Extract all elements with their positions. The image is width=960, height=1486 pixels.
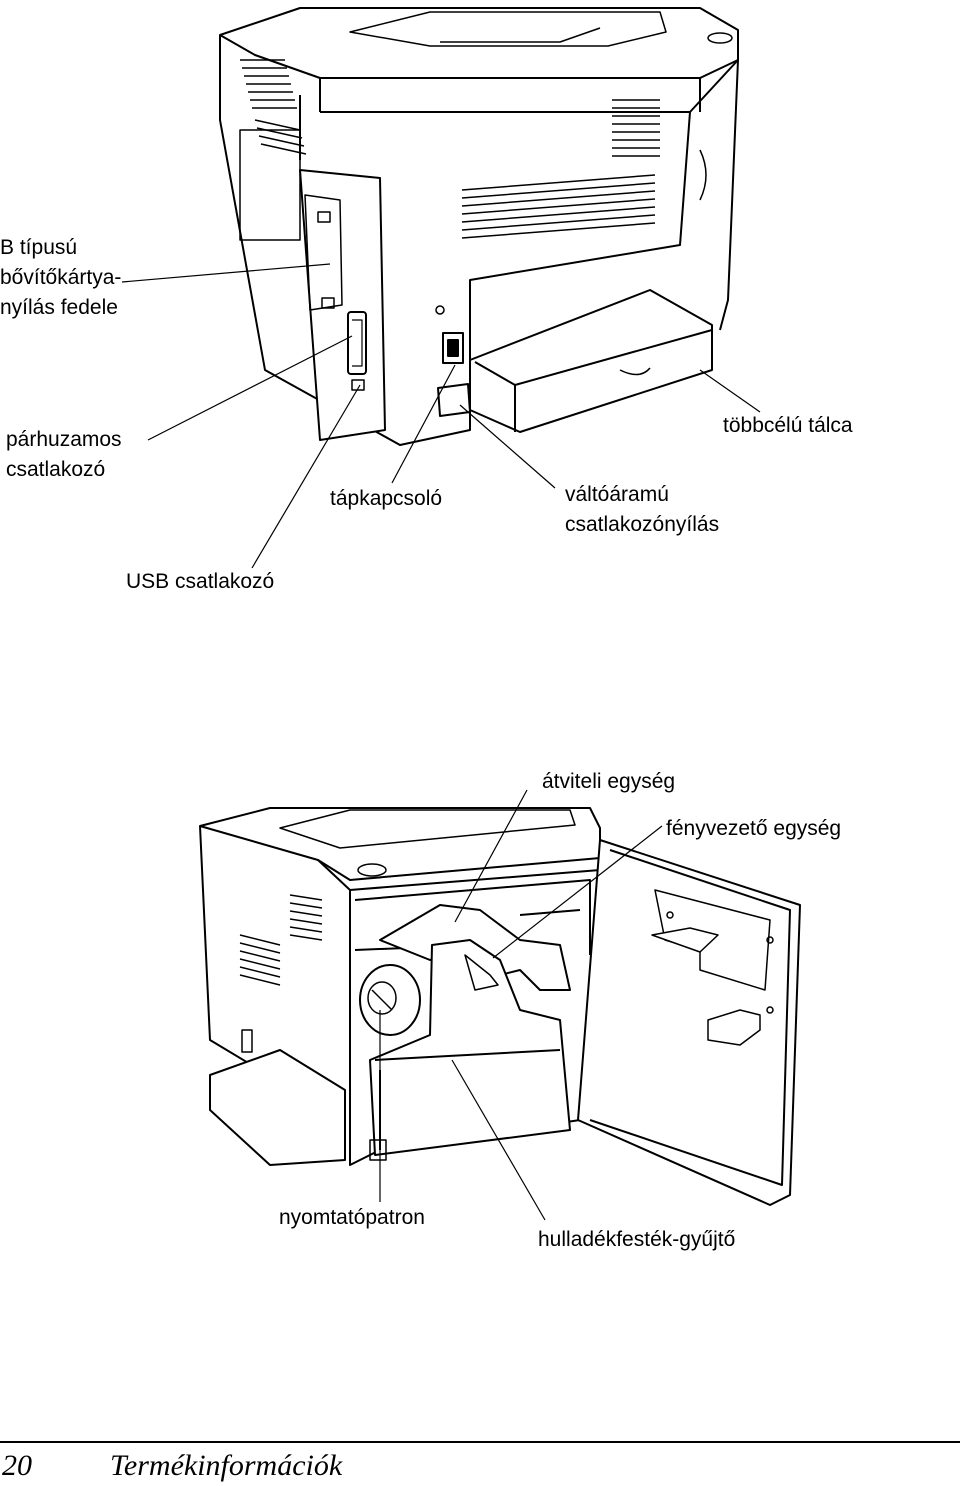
parallel-connector-label-line1: párhuzamos	[6, 428, 122, 451]
mp-tray-label: többcélú tálca	[723, 414, 853, 437]
transfer-unit-label: átviteli egység	[542, 770, 676, 793]
chapter-title: Termékinformációk	[110, 1449, 343, 1482]
ac-inlet-label: váltóáramú csatlakozónyílás	[565, 480, 719, 540]
expansion-cover-label-line3: nyílás fedele	[0, 296, 118, 319]
printer-rear-illustration	[121, 7, 761, 569]
usb-connector-label: USB csatlakozó	[126, 570, 275, 593]
parallel-connector-label: párhuzamos csatlakozó	[6, 425, 122, 485]
expansion-cover-label-line2: bővítőkártya-	[0, 266, 122, 289]
ac-inlet-label-line1: váltóáramú	[565, 483, 669, 506]
printer-front-open-illustration	[199, 789, 801, 1221]
waste-toner-collector-label: hulladékfesték-gyűjtő	[538, 1228, 736, 1251]
footer-rule	[0, 1441, 960, 1443]
photoconductor-unit-label: fényvezető egység	[666, 817, 842, 840]
expansion-cover-label-line1: B típusú	[0, 236, 78, 259]
page-number: 20	[2, 1449, 32, 1482]
toner-cartridge-label: nyomtatópatron	[279, 1206, 425, 1229]
power-switch-label: tápkapcsoló	[330, 487, 443, 510]
expansion-cover-label: B típusú bővítőkártya- nyílás fedele	[0, 233, 121, 323]
parallel-connector-label-line2: csatlakozó	[6, 458, 106, 481]
ac-inlet-label-line2: csatlakozónyílás	[565, 513, 720, 536]
